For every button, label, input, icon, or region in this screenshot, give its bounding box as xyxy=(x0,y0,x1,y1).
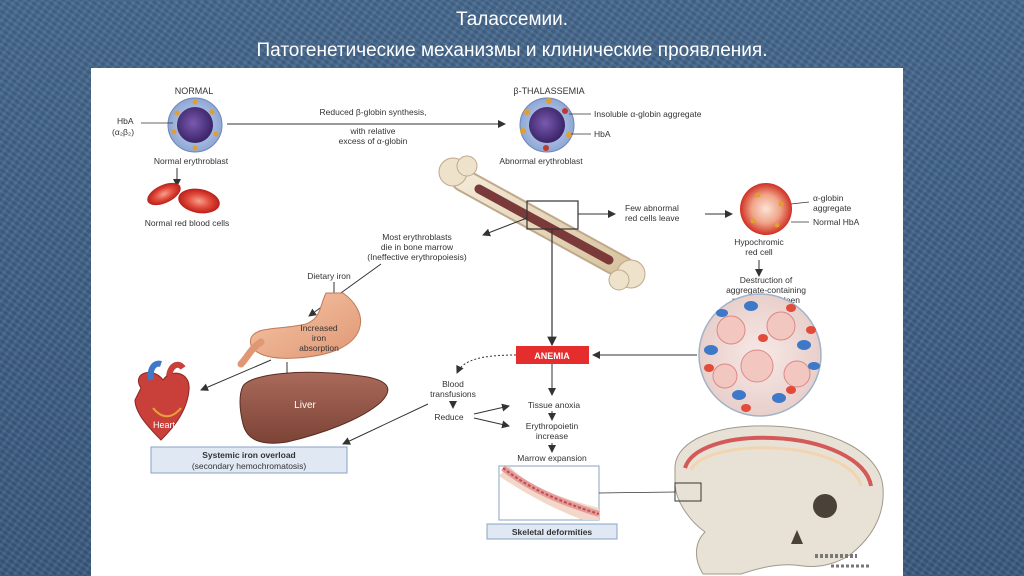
hypochromic-line2: red cell xyxy=(745,247,773,257)
heart-illustration xyxy=(134,360,190,441)
tissue-anoxia-label: Tissue anoxia xyxy=(528,400,580,410)
iron-overload-box xyxy=(150,446,348,474)
skeletal-deformities-label: Skeletal deformities xyxy=(512,527,593,537)
blood-transfusions-line2: transfusions xyxy=(430,389,476,399)
skull-illustration xyxy=(674,425,884,575)
abnormal-erythroblast-label: Abnormal erythroblast xyxy=(499,156,583,166)
liver-label: Liver xyxy=(294,400,316,411)
marrow-expansion-illustration xyxy=(498,465,600,521)
stomach-illustration xyxy=(237,292,361,368)
normal-erythroblast xyxy=(167,97,223,153)
beta-thalassemia-label: β-THALASSEMIA xyxy=(513,86,584,96)
hba-label-thal: HbA xyxy=(594,129,611,139)
slide-title-line2: Патогенетические механизмы и клинические… xyxy=(256,40,768,61)
bone-illustration xyxy=(438,155,646,291)
anemia-label: ANEMIA xyxy=(534,351,570,361)
slide-title-line1: Талассемии. xyxy=(455,9,569,30)
epo-line2: increase xyxy=(536,431,568,441)
increased-line2: iron xyxy=(312,333,326,343)
few-cells-line2: red cells leave xyxy=(625,213,680,223)
skeletal-deformities-box xyxy=(486,523,618,540)
most-die-line2: die in bone marrow xyxy=(381,242,454,252)
destruction-line2: aggregate-containing xyxy=(726,285,806,295)
insoluble-aggregate-label: Insoluble α-globin aggregate xyxy=(594,109,702,119)
increased-line1: Increased xyxy=(300,323,338,333)
few-cells-line1: Few abnormal xyxy=(625,203,679,213)
normal-erythroblast-label: Normal erythroblast xyxy=(154,156,229,166)
reduced-synthesis-line3: excess of α-globin xyxy=(339,136,408,146)
liver-illustration xyxy=(239,371,389,444)
hba-label: HbA xyxy=(117,116,134,126)
diagram-panel: NORMAL HbA (α₂β₂) Normal erythroblast No… xyxy=(91,68,903,576)
reduce-label: Reduce xyxy=(434,412,464,422)
dietary-iron-label: Dietary iron xyxy=(307,271,351,281)
abnormal-erythroblast xyxy=(519,97,575,153)
marrow-expansion-label: Marrow expansion xyxy=(517,453,587,463)
hypochromic-line1: Hypochromic xyxy=(734,237,784,247)
alpha-aggregate-line1: α-globin xyxy=(813,193,844,203)
normal-hba-label: Normal HbA xyxy=(813,217,860,227)
overload-line2: (secondary hemochromatosis) xyxy=(192,461,306,471)
anemia-box xyxy=(516,346,589,364)
increased-line3: absorption xyxy=(299,343,339,353)
overload-line1: Systemic iron overload xyxy=(202,450,296,460)
most-die-line1: Most erythroblasts xyxy=(382,232,451,242)
destruction-line1: Destruction of xyxy=(740,275,793,285)
hba-formula: (α₂β₂) xyxy=(112,127,134,137)
most-die-line3: (Ineffective erythropoiesis) xyxy=(367,252,467,262)
epo-line1: Erythropoietin xyxy=(526,421,579,431)
reduced-synthesis-line1: Reduced β-globin synthesis, xyxy=(320,107,427,117)
normal-label: NORMAL xyxy=(175,86,214,96)
reduced-synthesis-line2: with relative xyxy=(350,126,396,136)
spleen-illustration xyxy=(698,293,822,417)
blood-transfusions-line1: Blood xyxy=(442,379,464,389)
heart-label: Heart xyxy=(153,420,176,430)
alpha-aggregate-line2: aggregate xyxy=(813,203,852,213)
hypochromic-red-cell xyxy=(740,183,792,235)
thalassemia-diagram: NORMAL HbA (α₂β₂) Normal erythroblast No… xyxy=(112,86,884,575)
normal-red-blood-cells xyxy=(147,182,220,214)
normal-rbc-label: Normal red blood cells xyxy=(145,218,230,228)
